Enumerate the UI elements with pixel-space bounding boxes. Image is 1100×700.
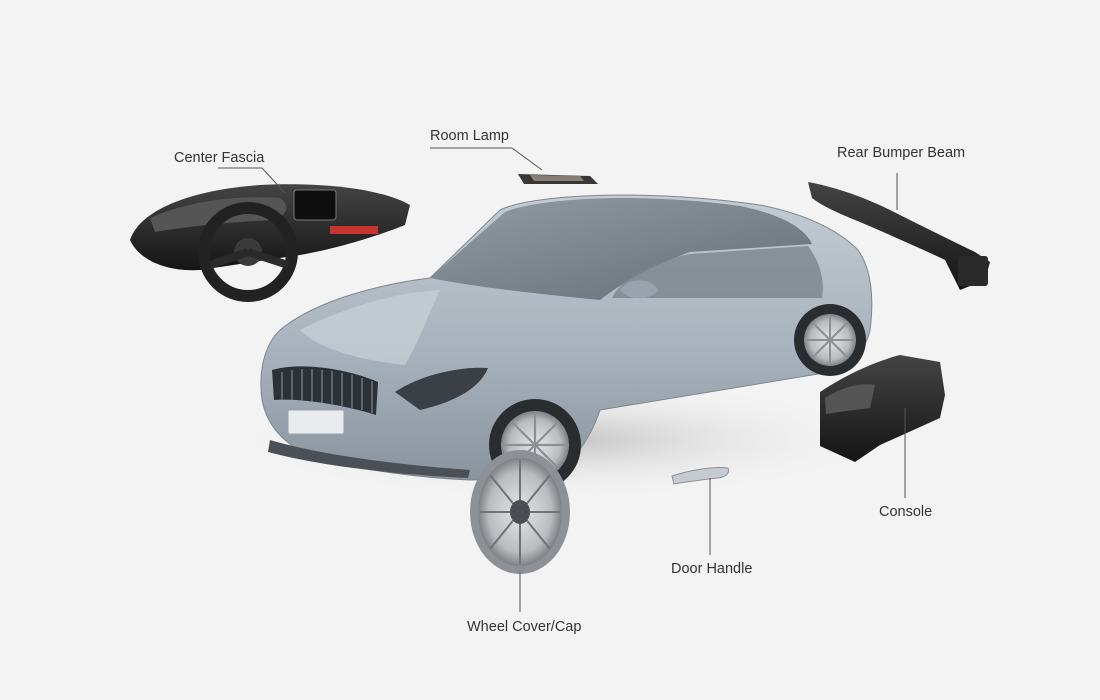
- callout-wheel-cover: Wheel Cover/Cap: [467, 619, 582, 635]
- rear-bumper-beam-part: [808, 182, 990, 290]
- callout-door-handle: Door Handle: [671, 561, 753, 577]
- car-side-window: [612, 246, 823, 298]
- callout-center-fascia: Center Fascia: [174, 150, 265, 166]
- wheel-cover-part: [470, 450, 570, 574]
- bumper-beam-body: [808, 182, 990, 290]
- car-windshield: [430, 198, 812, 300]
- fascia-trim: [330, 226, 378, 234]
- leader-center-fascia: [218, 167, 286, 194]
- car-plate: [287, 409, 345, 435]
- car-hood-highlight: [300, 290, 440, 365]
- console-part: [820, 355, 945, 462]
- leader-lines: [218, 147, 906, 612]
- fascia-steering-wheel: [198, 202, 298, 302]
- door-handle-body: [671, 467, 729, 485]
- callout-rear-bumper-beam: Rear Bumper Beam: [837, 145, 966, 161]
- wheel-cover-center: [510, 500, 530, 524]
- leader-room-lamp: [430, 147, 543, 171]
- car-mirror: [620, 280, 658, 299]
- callout-console: Console: [879, 504, 933, 520]
- callout-room-lamp: Room Lamp: [430, 128, 509, 144]
- room-lamp-part: [518, 174, 598, 184]
- center-fascia-part: [130, 184, 410, 302]
- bumper-beam-bracket: [958, 256, 988, 286]
- room-lamp-lens: [530, 175, 584, 181]
- fascia-screen: [293, 189, 337, 221]
- door-handle-part: [671, 467, 729, 485]
- car-bumper-lip: [268, 440, 470, 478]
- console-body: [820, 355, 945, 462]
- console-tray: [825, 384, 875, 414]
- car-headlight: [395, 367, 488, 410]
